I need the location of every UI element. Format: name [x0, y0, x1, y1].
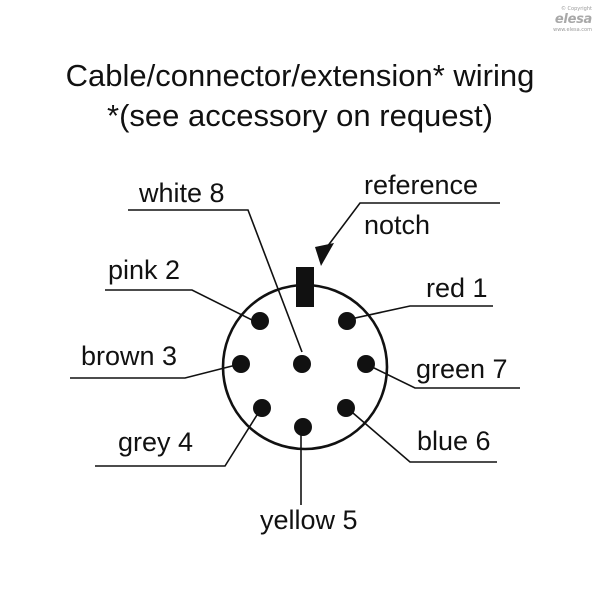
- pin-white-8: [293, 355, 311, 373]
- pin-green-7: [357, 355, 375, 373]
- label-yellow-5: yellow 5: [260, 505, 358, 535]
- logo-brand: elesa: [554, 12, 592, 27]
- reference-notch: [296, 267, 314, 307]
- label-pink-2: pink 2: [108, 255, 180, 285]
- title-line-2: *(see accessory on request): [107, 98, 493, 133]
- label-reference-line1: reference: [364, 170, 478, 200]
- title-line-1: Cable/connector/extension* wiring: [65, 58, 535, 93]
- reference-arrow-head: [315, 243, 334, 266]
- logo-copyright: © Copyright: [560, 6, 592, 12]
- leader-white: [128, 209, 303, 353]
- pin-grey-4: [253, 399, 271, 417]
- label-grey-4: grey 4: [118, 427, 193, 457]
- leader-brown: [70, 363, 241, 379]
- leader-green: [365, 363, 520, 389]
- label-red-1: red 1: [426, 273, 488, 303]
- pin-pink-2: [251, 312, 269, 330]
- logo-url: www.elesa.com: [553, 27, 592, 33]
- label-reference-line2: notch: [364, 210, 430, 240]
- elesa-logo: © Copyright elesa www.elesa.com: [553, 6, 592, 33]
- label-white-8: white 8: [138, 178, 225, 208]
- leader-reference: [320, 202, 500, 256]
- pin-red-1: [338, 312, 356, 330]
- leader-grey: [95, 406, 263, 467]
- label-green-7: green 7: [416, 354, 508, 384]
- leader-red: [345, 305, 493, 321]
- label-brown-3: brown 3: [81, 341, 177, 371]
- pin-brown-3: [232, 355, 250, 373]
- pin-yellow-5: [294, 418, 312, 436]
- pin-blue-6: [337, 399, 355, 417]
- label-blue-6: blue 6: [417, 426, 491, 456]
- leader-blue: [345, 406, 497, 463]
- leader-pink: [105, 289, 261, 325]
